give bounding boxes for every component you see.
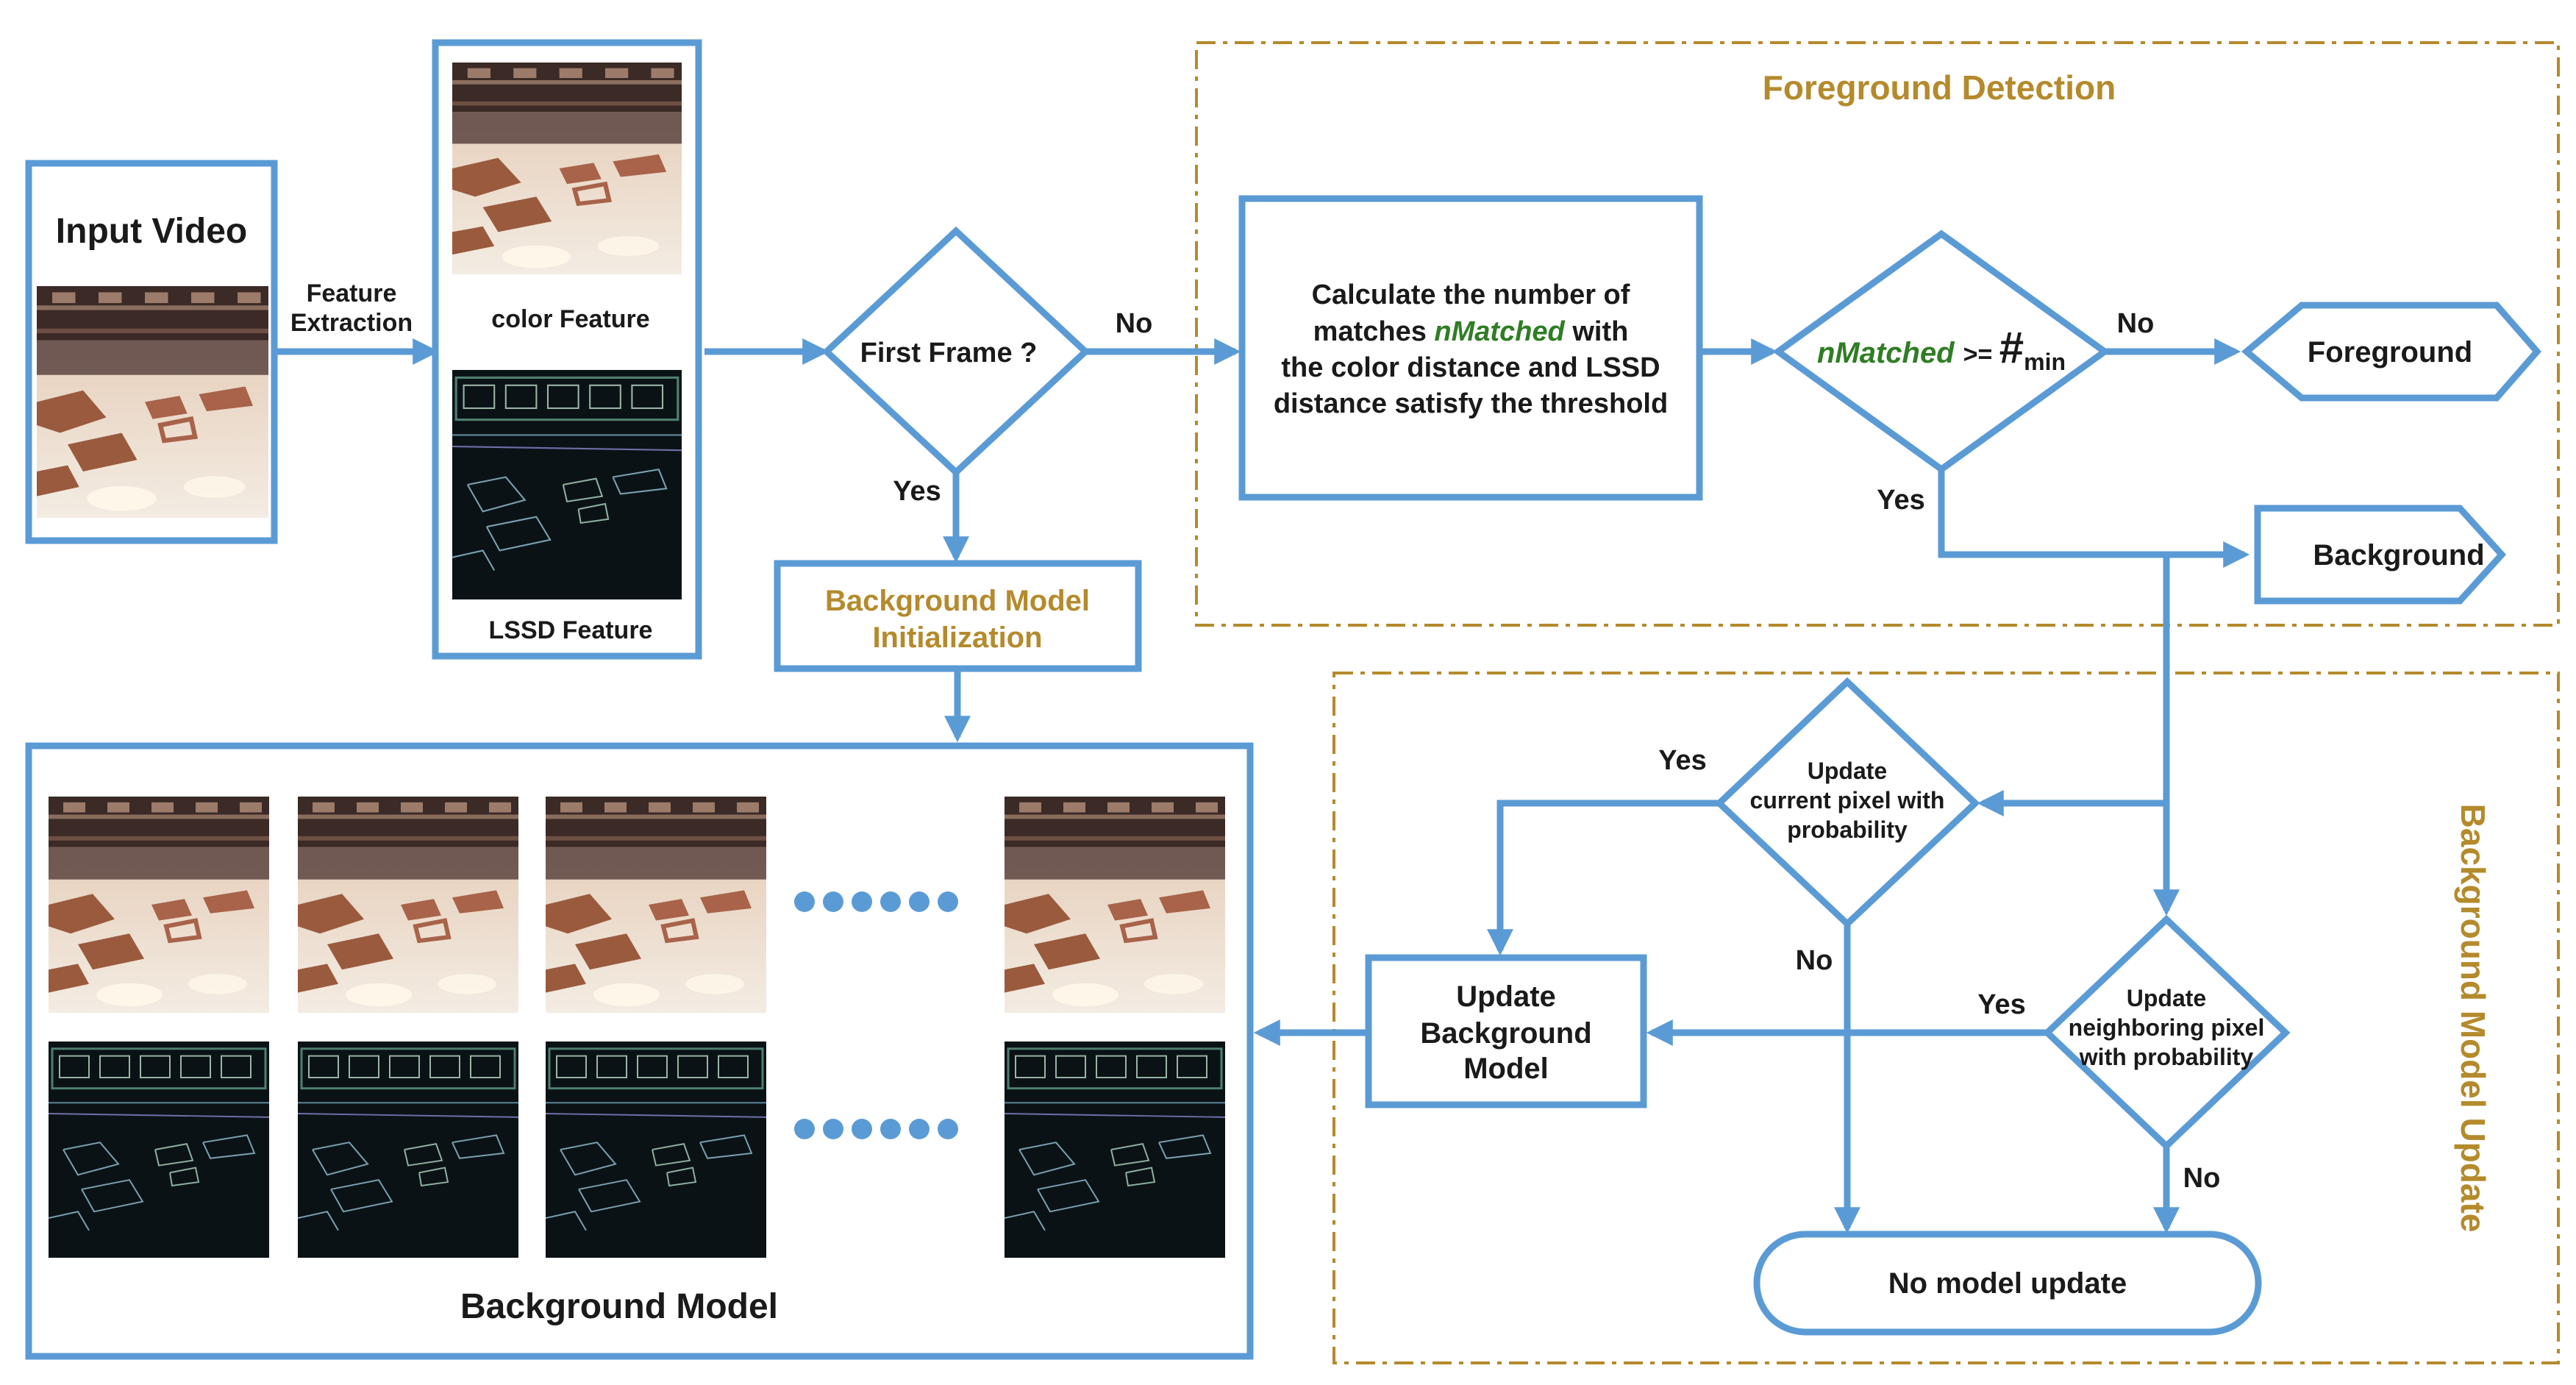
ellipsis-dots-lssd-row: [794, 1119, 958, 1139]
condition-operator: >=: [1963, 341, 1999, 368]
background-sample-color-3: [546, 797, 766, 1013]
calculate-nmatched-var: nMatched: [1434, 316, 1565, 347]
background-sample-color-1: [49, 797, 269, 1013]
background-output: [2254, 505, 2507, 605]
background-sample-color-2: [298, 797, 518, 1013]
calculate-line-2-pre: matches: [1313, 316, 1435, 347]
update-neighbor-line-2: neighboring pixel: [2069, 1014, 2265, 1041]
calculate-line-2: matches nMatched with: [1313, 316, 1629, 347]
arrow-update-current-yes: [1487, 800, 1719, 956]
arrow-condition-yes: [1938, 469, 2250, 568]
feature-extraction-label-2: Extraction: [290, 309, 413, 337]
update-current-line-1: Update: [1808, 758, 1887, 784]
background-sample-lssd-2: [296, 1040, 520, 1259]
background-model-update-title: Background Model Update: [2454, 804, 2492, 1233]
update-background-model-line-3: Model: [1463, 1053, 1549, 1085]
update-current-yes-label: Yes: [1658, 745, 1707, 776]
calculate-matches-box: [1238, 195, 1703, 501]
update-neighbor-no-label: No: [2183, 1163, 2221, 1194]
condition-yes-label: Yes: [1877, 485, 1925, 516]
update-current-line-2: current pixel with: [1750, 787, 1945, 813]
update-neighbor-line-1: Update: [2127, 985, 2206, 1011]
input-video-title: Input Video: [56, 212, 247, 251]
update-background-model-line-1: Update: [1456, 980, 1556, 1013]
condition-var: nMatched: [1817, 337, 1955, 369]
first-frame-no-label: No: [1116, 308, 1153, 339]
calculate-line-3: the color distance and LSSD: [1281, 352, 1660, 383]
background-sample-lssd-n: [1003, 1040, 1227, 1259]
update-neighbor-line-3: with probability: [2079, 1044, 2254, 1070]
nmatched-condition-label: nMatched >= #min: [1817, 323, 2066, 375]
calculate-line-2-post: with: [1565, 316, 1629, 347]
calculate-line-1: Calculate the number of: [1312, 280, 1630, 310]
background-sample-lssd-3: [544, 1040, 768, 1259]
foreground-detection-region: [1195, 41, 2560, 627]
first-frame-yes-label: Yes: [893, 476, 941, 507]
update-background-model-line-2: Background: [1420, 1017, 1591, 1050]
no-model-update-label: No model update: [1888, 1267, 2127, 1300]
lssd-feature-image: [451, 368, 683, 601]
foreground-output-label: Foreground: [2308, 336, 2472, 368]
calculate-line-4: distance satisfy the threshold: [1274, 388, 1668, 419]
condition-hash: #: [1999, 323, 2024, 372]
lssd-feature-label: LSSD Feature: [489, 616, 653, 644]
condition-subscript: min: [2024, 349, 2066, 375]
foreground-detection-title: Foreground Detection: [1763, 68, 2116, 107]
feature-extraction-label-1: Feature: [307, 280, 397, 307]
update-background-model-box: [1365, 954, 1647, 1108]
update-neighbor-yes-label: Yes: [1977, 989, 2026, 1020]
background-model-initialization-label-1: Background Model: [825, 585, 1090, 617]
background-model-title: Background Model: [460, 1287, 778, 1326]
update-current-line-3: probability: [1787, 816, 1908, 843]
no-model-update-terminal: [1753, 1231, 2262, 1336]
background-model-initialization-label-2: Initialization: [872, 622, 1042, 654]
color-feature-label: color Feature: [491, 305, 649, 333]
foreground-output: [2241, 302, 2541, 402]
background-model-update-region: [1332, 672, 2560, 1364]
update-current-no-label: No: [1796, 945, 1833, 976]
ellipsis-dots-color-row: [794, 891, 958, 912]
connector-background-to-update: [1977, 555, 2170, 816]
input-video-thumbnail: [37, 286, 268, 518]
condition-no-label: No: [2117, 308, 2155, 339]
first-frame-label: First Frame ?: [860, 338, 1038, 368]
background-output-label: Background: [2313, 539, 2484, 572]
background-sample-lssd-1: [47, 1040, 271, 1259]
color-feature-image: [452, 63, 682, 274]
background-sample-color-n: [1005, 797, 1225, 1013]
